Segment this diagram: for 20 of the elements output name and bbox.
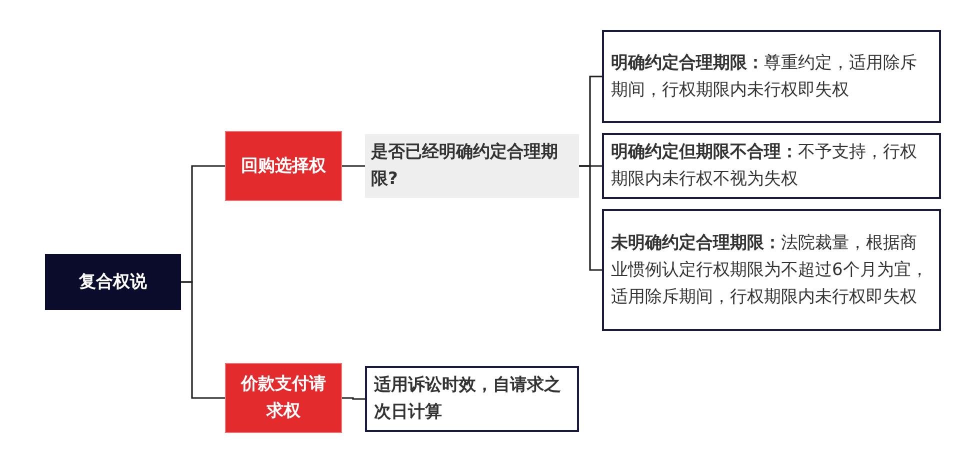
node-text: 复合权说 (79, 270, 147, 294)
node-text: 回购选择权 (241, 154, 326, 178)
node-text: 明确约定合理期限：尊重约定，适用除斥期间，行权期限内未行权即失权 (611, 52, 918, 102)
node-text: 适用诉讼时效，自请求之次日计算 (374, 374, 562, 424)
connector-line (181, 281, 225, 399)
connector-line (342, 397, 365, 400)
topic-box (45, 254, 181, 310)
node-text: 未明确约定合理期限：法院裁量，根据商业惯例认定行权期限为不超过6个月为宜，适用除斥期间，行权期限内未行权即失权 (611, 232, 929, 308)
answer-box (365, 366, 579, 432)
branch-box (225, 363, 342, 433)
node-text: 价款支付请求权 (240, 373, 327, 423)
connector-line (579, 165, 602, 271)
branch-box (225, 131, 342, 201)
node-text: 明确约定但期限不合理：不予支持，行权期限内未行权不视为失权 (611, 141, 918, 191)
answer-box (602, 30, 941, 123)
answer-box (602, 209, 941, 331)
answer-box (602, 133, 941, 199)
question-box (365, 134, 579, 198)
node-text: 是否已经明确约定合理期限? (371, 141, 559, 191)
connector-line (342, 165, 365, 167)
